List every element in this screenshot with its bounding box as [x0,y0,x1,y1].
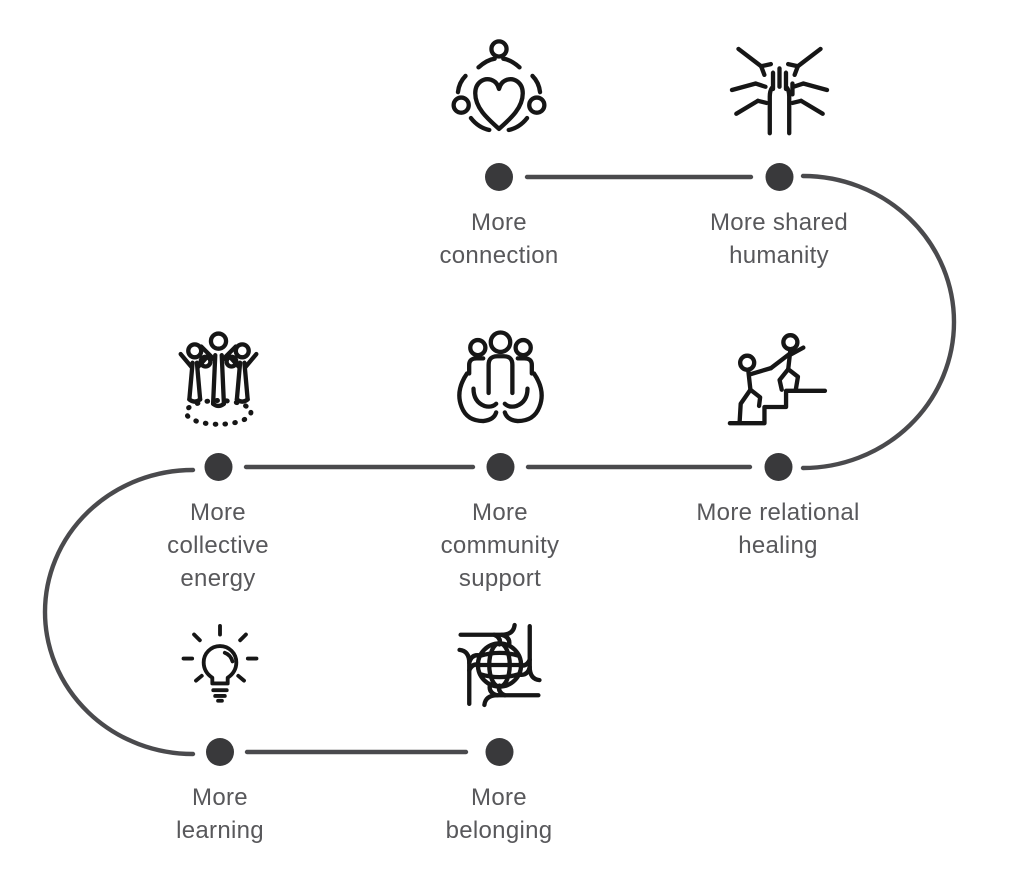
node-label: More relational healing [696,499,860,559]
timeline-dot [204,453,232,481]
lightbulb-icon [172,607,268,719]
cheering-people-icon [164,322,272,434]
timeline-dot [485,738,513,766]
hands-together-icon [725,32,833,144]
connector-curve-left [42,467,196,757]
timeline-dot [765,163,793,191]
node-more-learning: More learning [160,607,280,847]
node-more-community-support: More community support [433,322,568,595]
node-more-connection: More connection [424,32,574,272]
timeline-dot [486,453,514,481]
timeline-dot [485,163,513,191]
node-more-collective-energy: More collective energy [156,322,281,595]
node-label: More shared humanity [709,209,849,269]
node-more-shared-humanity: More shared humanity [697,32,862,272]
connector-curve-right [800,173,957,471]
node-label: More belonging [445,784,553,844]
node-more-relational-healing: More relational healing [681,322,876,562]
node-label: More learning [176,784,264,844]
node-label: More community support [440,499,560,592]
helping-up-stairs-icon [724,322,832,434]
hands-around-globe-icon [445,607,553,719]
timeline-dot [764,453,792,481]
node-more-belonging: More belonging [432,607,567,847]
people-around-heart-icon [445,32,553,144]
timeline-dot [206,738,234,766]
hands-holding-people-icon [446,322,554,434]
node-label: More collective energy [167,499,269,592]
node-label: More connection [439,209,559,269]
